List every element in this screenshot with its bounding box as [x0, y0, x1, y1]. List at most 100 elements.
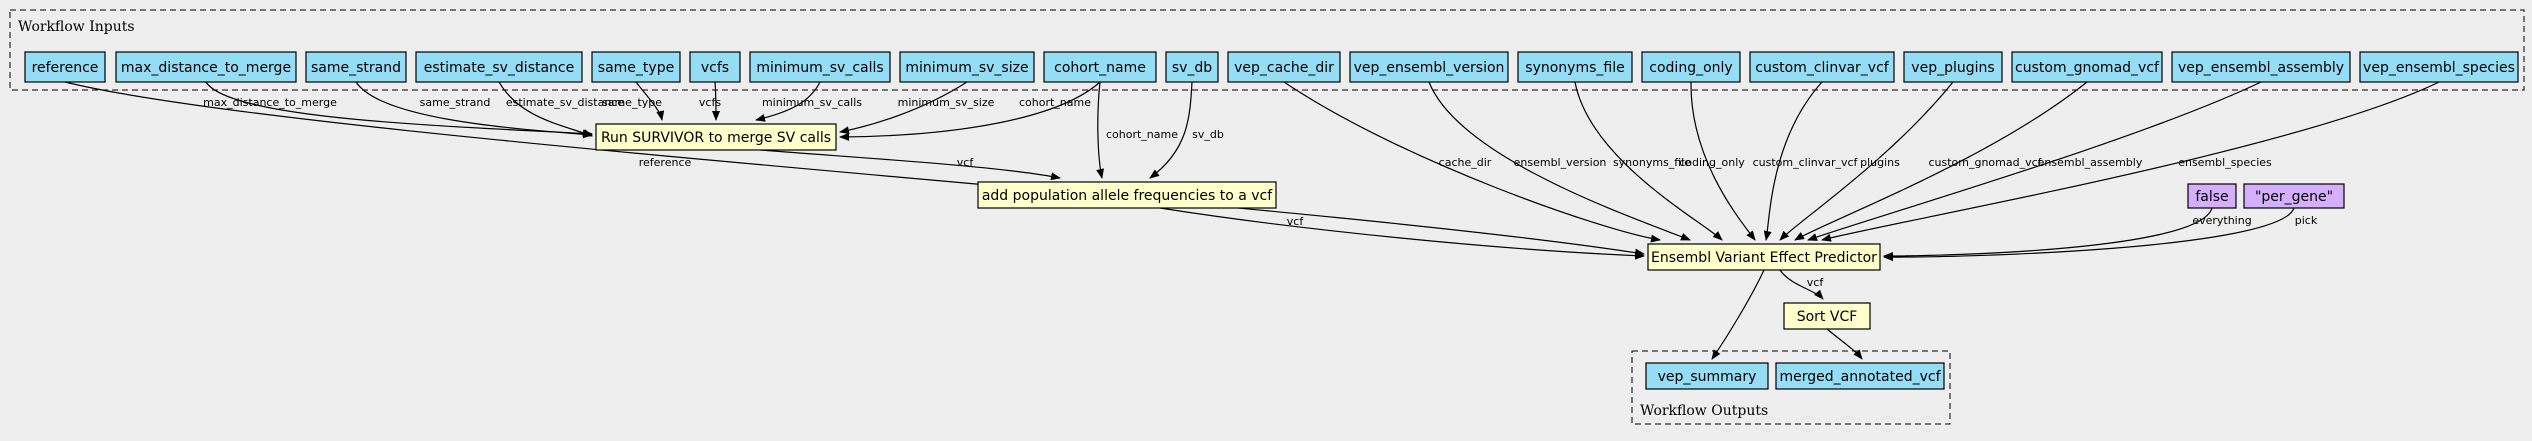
input-label: minimum_sv_calls	[756, 60, 883, 76]
input-box	[1517, 51, 1633, 83]
input-box	[1903, 51, 2003, 83]
input-node-minimum-sv-calls[interactable]: minimum_sv_calls	[749, 51, 891, 83]
input-node-vep-ensembl-species[interactable]: vep_ensembl_species	[2359, 51, 2519, 83]
input-node-max-distance-to-merge[interactable]: max_distance_to_merge	[115, 51, 297, 83]
edge-label-cohort_name-to-survivor: cohort_name	[1019, 96, 1091, 109]
edge-label-same_strand-to-survivor: same_strand	[420, 96, 491, 109]
input-label: coding_only	[1649, 60, 1732, 76]
step-label: Run SURVIVOR to merge SV calls	[601, 130, 831, 146]
input-node-same-type[interactable]: same_type	[591, 51, 681, 83]
input-label: synonyms_file	[1525, 60, 1624, 76]
edge-label-vep-to-sort: vcf	[1807, 276, 1825, 289]
edge-same_strand-to-survivor	[355, 81, 593, 139]
edge-label-vep_ensembl_species-to-vep: ensembl_species	[2178, 156, 2272, 169]
constant-node-c-pergene[interactable]: "per_gene"	[2243, 183, 2345, 209]
input-box	[24, 51, 106, 83]
edge-label-c_false-to-vep: everything	[2192, 214, 2251, 227]
constant-node-c-false[interactable]: false	[2187, 183, 2237, 209]
step-node-vep[interactable]: Ensembl Variant Effect Predictor	[1647, 243, 1881, 271]
input-box	[1165, 51, 1219, 83]
output-box	[1645, 362, 1769, 390]
edge-label-custom_clinvar_vcf-to-vep: custom_clinvar_vcf	[1753, 156, 1859, 169]
input-node-custom-clinvar-vcf[interactable]: custom_clinvar_vcf	[1749, 51, 1895, 83]
edge-vep_ensembl_species-to-vep	[1821, 81, 2440, 242]
edge-label-max_distance_to_merge-to-survivor: max_distance_to_merge	[203, 96, 337, 109]
input-node-vep-cache-dir[interactable]: vep_cache_dir	[1227, 51, 1341, 83]
input-box	[1749, 51, 1895, 83]
input-label: vep_ensembl_species	[2363, 60, 2515, 76]
input-label: same_type	[598, 60, 674, 76]
edge-label-c_pergene-to-vep: pick	[2295, 214, 2318, 227]
input-node-sv-db[interactable]: sv_db	[1165, 51, 1219, 83]
input-node-estimate-sv-distance[interactable]: estimate_sv_distance	[415, 51, 583, 83]
input-node-custom-gnomad-vcf[interactable]: custom_gnomad_vcf	[2011, 51, 2163, 83]
input-node-vep-ensembl-assembly[interactable]: vep_ensembl_assembly	[2171, 51, 2351, 83]
edge-minimum_sv_calls-to-survivor	[755, 81, 821, 122]
input-box	[1349, 51, 1509, 83]
edge-same_type-to-survivor	[635, 81, 665, 121]
edge-label-vep_ensembl_assembly-to-vep: ensembl_assembly	[2038, 156, 2143, 169]
step-node-survivor[interactable]: Run SURVIVOR to merge SV calls	[595, 123, 837, 151]
input-node-vcfs[interactable]: vcfs	[689, 51, 741, 83]
edge-label-custom_gnomad_vcf-to-vep: custom_gnomad_vcf	[1928, 156, 2042, 169]
inputs-cluster: Workflow Inputs	[9, 9, 2525, 91]
input-box	[749, 51, 891, 83]
input-label: cohort_name	[1054, 60, 1146, 76]
edge-coding_only-to-vep	[1690, 81, 1756, 241]
edge-custom_clinvar_vcf-to-vep	[1763, 81, 1823, 241]
edge-vep_ensembl_assembly-to-vep	[1807, 81, 2262, 241]
edge-vcfs-to-survivor	[711, 81, 720, 121]
input-node-cohort-name[interactable]: cohort_name	[1043, 51, 1157, 83]
output-label: vep_summary	[1658, 369, 1757, 385]
step-label: Ensembl Variant Effect Predictor	[1651, 250, 1877, 266]
input-box	[115, 51, 297, 83]
step-node-popfreq[interactable]: add population allele frequencies to a v…	[977, 181, 1277, 209]
edge-label-reference-to-vep: reference	[639, 156, 692, 169]
edge-label-sv_db-to-popfreq: sv_db	[1192, 128, 1224, 141]
input-label: vep_cache_dir	[1234, 60, 1334, 76]
edge-label-same_type-to-survivor: same_type	[602, 96, 662, 109]
output-node-vep-summary[interactable]: vep_summary	[1645, 362, 1769, 390]
step-box	[1647, 243, 1881, 271]
input-node-synonyms-file[interactable]: synonyms_file	[1517, 51, 1633, 83]
output-node-merged-annotated-vcf[interactable]: merged_annotated_vcf	[1775, 362, 1945, 390]
outputs-cluster-title: Workflow Outputs	[1640, 403, 1768, 419]
edge-label-popfreq-to-vep: vcf	[1287, 215, 1305, 228]
edge-minimum_sv_size-to-survivor	[839, 81, 968, 135]
edge-label-synonyms_file-to-vep: synonyms_file	[1613, 156, 1691, 169]
input-node-vep-ensembl-version[interactable]: vep_ensembl_version	[1349, 51, 1509, 83]
edge-label-minimum_sv_calls-to-survivor: minimum_sv_calls	[762, 96, 862, 109]
constant-box	[2243, 183, 2345, 209]
input-label: vep_ensembl_version	[1354, 60, 1505, 76]
edge-custom_gnomad_vcf-to-vep	[1794, 81, 2088, 241]
inputs-cluster-title: Workflow Inputs	[18, 19, 135, 35]
edge-label-minimum_sv_size-to-survivor: minimum_sv_size	[898, 96, 995, 109]
edge-label-vep_ensembl_version-to-vep: ensembl_version	[1514, 156, 1607, 169]
input-box	[1227, 51, 1341, 83]
constant-label: "per_gene"	[2255, 189, 2333, 205]
edge-vep-to-sort	[1779, 269, 1824, 300]
edge-max_distance_to_merge-to-survivor	[205, 81, 593, 138]
nodes-layer: reference max_distance_to_merge same_stran…	[24, 51, 2519, 390]
input-node-reference[interactable]: reference	[24, 51, 106, 83]
constant-label: false	[2195, 189, 2228, 205]
input-node-coding-only[interactable]: coding_only	[1641, 51, 1741, 83]
input-box	[2359, 51, 2519, 83]
input-box	[591, 51, 681, 83]
input-box	[415, 51, 583, 83]
edge-label-vcfs-to-survivor: vcfs	[699, 96, 721, 109]
edge-label-cohort_name-to-popfreq: cohort_name	[1106, 128, 1178, 141]
input-label: same_strand	[311, 60, 401, 76]
output-box	[1775, 362, 1945, 390]
step-label: add population allele frequencies to a v…	[982, 188, 1273, 204]
input-node-minimum-sv-size[interactable]: minimum_sv_size	[899, 51, 1035, 83]
edge-label-coding_only-to-vep: coding_only	[1679, 156, 1745, 169]
input-label: vep_plugins	[1911, 60, 1994, 76]
step-node-sort[interactable]: Sort VCF	[1783, 302, 1871, 330]
input-node-same-strand[interactable]: same_strand	[305, 51, 407, 83]
input-node-vep-plugins[interactable]: vep_plugins	[1903, 51, 2003, 83]
step-label: Sort VCF	[1797, 309, 1858, 325]
input-box	[689, 51, 741, 83]
input-box	[2011, 51, 2163, 83]
input-label: reference	[32, 60, 99, 76]
